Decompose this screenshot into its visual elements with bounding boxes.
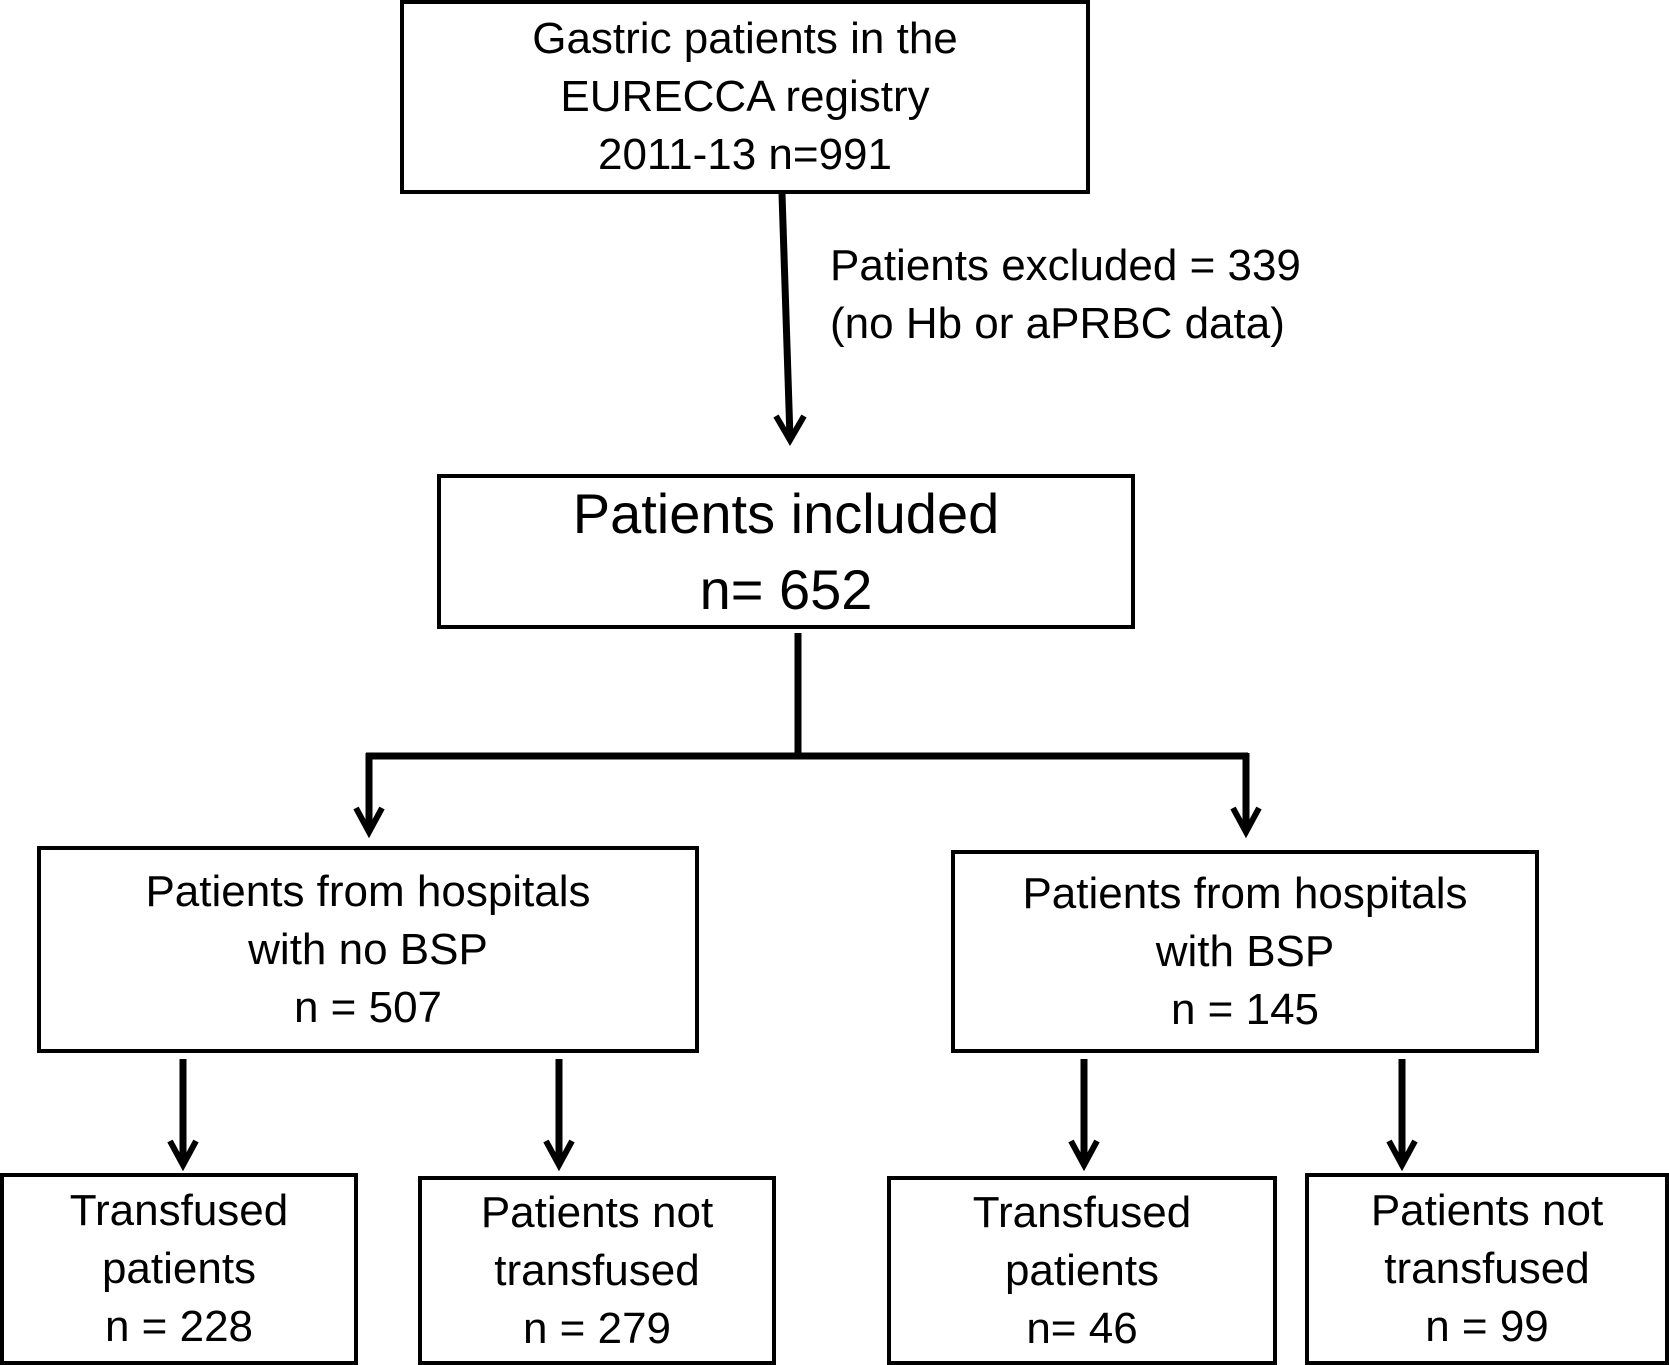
no-bsp-transfused-box: Transfused patients n = 228 <box>0 1173 358 1365</box>
exclusion-note: Patients excluded = 339 (no Hb or aPRBC … <box>830 237 1301 353</box>
bsp-transfused-line-3: n= 46 <box>1026 1303 1138 1353</box>
bsp-line-2: with BSP <box>1155 926 1335 976</box>
registry-line-2: EURECCA registry <box>560 72 930 121</box>
bsp-not-transfused-line-1: Patients not <box>1370 1186 1604 1235</box>
no-bsp-line-2: with no BSP <box>248 924 488 974</box>
no-bsp-transfused-line-3: n = 228 <box>104 1302 254 1351</box>
bsp-transfused-box: Transfused patients n= 46 <box>887 1176 1277 1365</box>
bsp-not-transfused-line-2: transfused <box>1384 1244 1590 1293</box>
included-line-2: n= 652 <box>699 557 873 621</box>
registry-line-1: Gastric patients in the <box>532 14 958 63</box>
no-bsp-not-transfused-line-3: n = 279 <box>522 1303 672 1353</box>
included-line-1: Patients included <box>572 481 1000 545</box>
bsp-not-transfused-line-3: n = 99 <box>1425 1302 1549 1351</box>
exclusion-line-1: Patients excluded = 339 <box>830 241 1301 290</box>
no-bsp-transfused-line-1: Transfused <box>69 1186 289 1235</box>
exclusion-line-2: (no Hb or aPRBC data) <box>830 299 1285 348</box>
bsp-line-3: n = 145 <box>1170 984 1320 1034</box>
no-bsp-box: Patients from hospitals with no BSP n = … <box>37 846 699 1053</box>
bsp-line-1: Patients from hospitals <box>1022 868 1468 918</box>
bsp-transfused-line-2: patients <box>1004 1245 1160 1295</box>
arrowhead-no-bsp-transfused <box>167 1139 199 1172</box>
registry-box: Gastric patients in the EURECCA registry… <box>400 0 1090 194</box>
arrowhead-bsp <box>1230 806 1262 839</box>
no-bsp-not-transfused-line-1: Patients not <box>480 1187 714 1237</box>
arrow-registry-to-included <box>778 193 794 439</box>
no-bsp-transfused-line-2: patients <box>101 1244 257 1293</box>
no-bsp-line-1: Patients from hospitals <box>145 866 591 916</box>
no-bsp-not-transfused-line-2: transfused <box>494 1245 700 1295</box>
arrowhead-bsp-not-transfused <box>1386 1139 1418 1172</box>
bsp-box: Patients from hospitals with BSP n = 145 <box>951 850 1539 1053</box>
arrowhead-no-bsp <box>353 806 385 839</box>
bsp-not-transfused-box: Patients not transfused n = 99 <box>1305 1173 1669 1365</box>
arrowhead-no-bsp-not-transfused <box>543 1139 575 1172</box>
no-bsp-line-3: n = 507 <box>293 982 443 1032</box>
registry-line-3: 2011-13 n=991 <box>597 130 892 179</box>
arrowhead-included <box>773 414 807 446</box>
arrowhead-bsp-transfused <box>1068 1139 1100 1172</box>
included-box: Patients included n= 652 <box>437 474 1135 629</box>
bsp-transfused-line-1: Transfused <box>972 1187 1192 1237</box>
no-bsp-not-transfused-box: Patients not transfused n = 279 <box>418 1176 776 1365</box>
